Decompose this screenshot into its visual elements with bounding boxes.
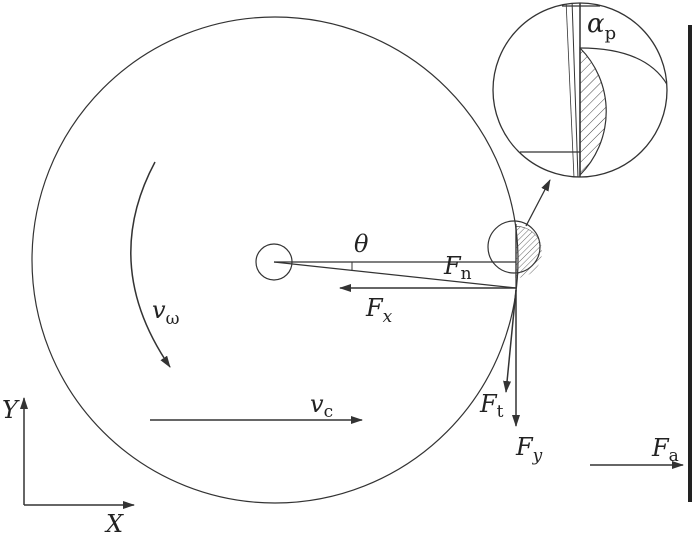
y-axis-label: Y xyxy=(2,396,20,424)
ft-arrow xyxy=(503,289,517,393)
contact-line xyxy=(273,261,517,289)
fa-label: Fa xyxy=(651,434,679,466)
detail-contents xyxy=(520,3,667,177)
chip-section xyxy=(515,226,542,278)
theta-label: θ xyxy=(354,230,369,258)
x-axis-label: X xyxy=(104,510,124,538)
ft-label: Ft xyxy=(479,390,504,422)
fx-label: Fx xyxy=(365,294,393,327)
rotation-arrow xyxy=(130,161,171,368)
v-omega-label: vω xyxy=(152,296,180,329)
detail-pointer-arrow xyxy=(525,179,551,227)
fn-label: Fn xyxy=(443,252,472,284)
alpha-p-label: αp xyxy=(587,9,616,44)
fy-label: Fy xyxy=(515,433,543,466)
vc-label: vc xyxy=(310,390,333,422)
